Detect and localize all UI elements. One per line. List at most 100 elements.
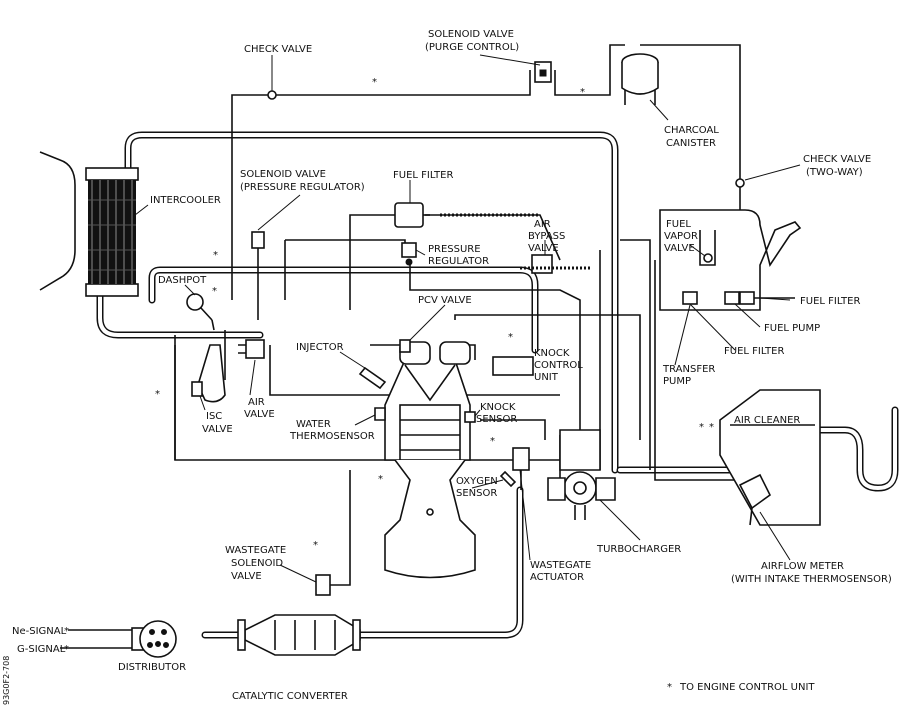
ecu-marker: * [313,540,318,551]
label-injector: INJECTOR [296,342,344,353]
vacuum-hoses [174,44,760,586]
ecu-marker: * [378,474,383,485]
label-transfer-pump: PUMP [663,376,691,387]
label-knock-sensor: KNOCK [480,402,516,413]
label-distributor: DISTRIBUTOR [118,662,186,673]
check-valve-two-way [735,178,745,188]
ecu-marker: * [372,77,377,88]
label-pcv-valve: PCV VALVE [418,295,472,306]
ecu-marker: * [212,286,217,297]
label-fuel-filter-top: FUEL FILTER [393,170,453,181]
injector [358,366,387,390]
pcv-valve [399,339,411,353]
label-fuel-filter-right: FUEL FILTER [800,296,860,307]
turbocharger [547,429,616,520]
label-air-cleaner: AIR CLEANER [734,415,800,426]
ecu-marker: * [64,626,69,637]
label-transfer-pump: TRANSFER [662,364,715,375]
label-air-bypass: VALVE [528,243,559,254]
distributor [131,620,177,658]
ecu-marker: * [709,422,714,433]
label-check-valve-two-way: (TWO-WAY) [806,167,863,178]
intercooler [39,151,139,297]
ecu-marker: * [64,644,69,655]
fuel-tank [659,209,802,311]
label-air-bypass: AIR [534,219,551,230]
water-thermosensor [374,407,386,421]
dashpot [186,293,215,331]
figure-code: 93G0F2-708 [2,656,11,705]
label-wastegate-solenoid: WASTEGATE [225,545,286,556]
ecu-marker: * [155,389,160,400]
label-fuel-pump: FUEL PUMP [764,323,820,334]
label-g-signal: G-SIGNAL [17,644,66,655]
air-cleaner [719,389,821,526]
ecu-marker: * [667,682,672,693]
label-catalytic-converter: CATALYTIC CONVERTER [232,691,348,702]
solenoid-valve-pressure-regulator [251,231,265,249]
label-fuel-vapor: VALVE [664,243,695,254]
label-knock-control-unit: UNIT [534,372,559,383]
solenoid-valve-purge [534,61,552,83]
label-knock-control-unit: CONTROL [534,360,583,371]
wastegate-actuator [512,447,530,490]
ecu-marker: * [490,436,495,447]
label-airflow-meter: AIRFLOW METER [761,561,844,572]
knock-control-unit [492,356,534,376]
label-air-valve: VALVE [244,409,275,420]
label-charcoal-canister: CHARCOAL [664,125,719,136]
engine [370,341,476,579]
ecu-markers: * * * * * * * * * * * * * * [64,77,714,693]
label-solenoid-purge: (PURGE CONTROL) [425,42,519,53]
label-knock-sensor: SENSOR [476,414,517,425]
label-fuel-vapor: VAPOR [664,231,698,242]
air-bypass-valve [520,254,590,274]
label-oxygen-sensor: OXYGEN [456,476,498,487]
ecu-marker: * [580,87,585,98]
label-wastegate-solenoid: SOLENOID [231,558,283,569]
fuel-filter-top [394,202,540,228]
label-intercooler: INTERCOOLER [150,195,221,206]
ecu-marker: * [213,250,218,261]
label-isc-valve: VALVE [202,424,233,435]
label-solenoid-pressure: (PRESSURE REGULATOR) [240,182,365,193]
legend-text: TO ENGINE CONTROL UNIT [679,682,815,693]
label-oxygen-sensor: SENSOR [456,488,497,499]
label-turbocharger: TURBOCHARGER [596,544,681,555]
label-air-valve: AIR [248,397,265,408]
label-wastegate-solenoid: VALVE [231,571,262,582]
pressure-regulator [401,242,417,266]
check-valve [267,90,277,100]
wastegate-solenoid-valve [315,574,331,596]
leader-lines [134,54,801,583]
oxygen-sensor [499,470,517,488]
air-valve [238,339,265,359]
label-dashpot: DASHPOT [158,275,207,286]
label-pressure-regulator: PRESSURE [428,244,481,255]
charcoal-canister [621,53,659,105]
label-wastegate-actuator: WASTEGATE [530,560,591,571]
isc-valve [191,344,226,403]
label-charcoal-canister: CANISTER [666,138,716,149]
catalytic-converter [237,614,361,656]
label-isc-valve: ISC [206,411,222,422]
label-ne-signal: Ne-SIGNAL [12,626,67,637]
label-check-valve-two-way: CHECK VALVE [803,154,871,165]
label-air-bypass: BYPASS [528,231,565,242]
label-knock-control-unit: KNOCK [534,348,570,359]
label-solenoid-pressure: SOLENOID VALVE [240,169,326,180]
label-pressure-regulator: REGULATOR [428,256,489,267]
label-airflow-meter: (WITH INTAKE THERMOSENSOR) [731,574,892,585]
labels: CHECK VALVE SOLENOID VALVE (PURGE CONTRO… [2,29,892,705]
label-fuel-vapor: FUEL [666,219,691,230]
ecu-marker: * [508,332,513,343]
ecu-marker: * [699,422,704,433]
airflow-meter [738,473,772,526]
knock-sensor [464,411,476,423]
label-solenoid-purge: SOLENOID VALVE [428,29,514,40]
label-check-valve: CHECK VALVE [244,44,312,55]
label-wastegate-actuator: ACTUATOR [530,572,584,583]
label-water-thermosensor: WATER [296,419,331,430]
label-water-thermosensor: THERMOSENSOR [289,431,375,442]
